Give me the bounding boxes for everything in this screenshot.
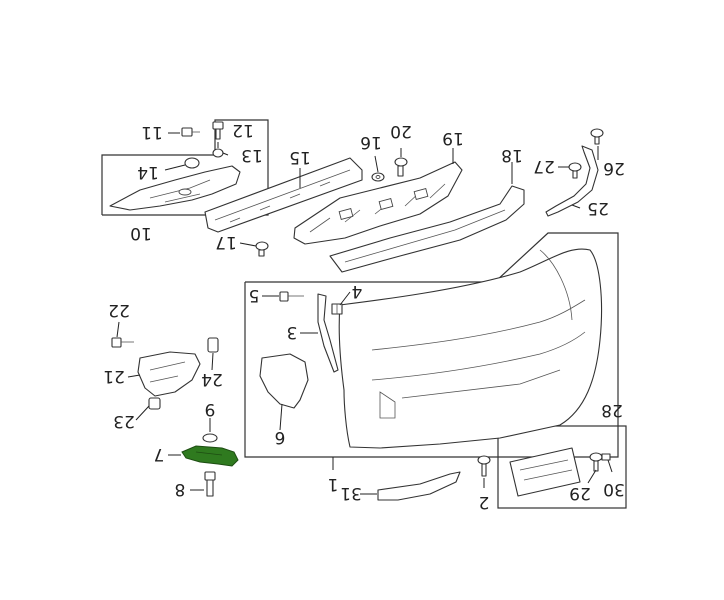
callout-26: 26 [603,158,625,178]
callout-13: 13 [241,145,263,165]
bolt-11 [181,127,200,137]
clip-30 [601,453,611,461]
part-7-highlight [181,445,239,467]
fog-bracket-6 [259,353,309,409]
callout-31: 31 [340,483,362,503]
clip-26 [590,128,604,145]
callout-7: 7 [154,444,165,464]
callout-27: 27 [533,156,555,176]
bolt-12 [212,121,224,140]
bolt-5 [279,291,304,302]
callout-1: 1 [328,474,339,494]
nut-16 [371,172,385,182]
callout-4: 4 [352,281,363,301]
callout-12: 12 [232,120,254,140]
clip-4 [331,303,343,315]
callout-6: 6 [275,427,286,447]
callout-29: 29 [569,483,591,503]
energy-absorber-19 [293,161,463,245]
screw-27 [568,162,582,179]
bolt-22 [111,337,134,348]
callout-15: 15 [289,147,311,167]
callout-14: 14 [137,162,159,182]
highlighted-bracket-7 [181,445,239,467]
clip-24 [207,337,219,353]
callout-20: 20 [390,121,412,141]
frame-group-28 [497,425,627,509]
callout-30: 30 [603,479,625,499]
callout-21: 21 [103,366,125,386]
grille-bracket-21 [137,351,201,397]
callout-18: 18 [501,145,523,165]
lower-molding-31 [377,471,461,501]
grommet-13 [212,148,224,158]
callout-8: 8 [175,479,186,499]
license-bracket-28 [509,447,581,497]
side-bracket-3 [317,293,339,373]
screw-20 [394,157,408,177]
clip-14 [184,157,200,169]
leader-lines [116,132,613,495]
screw-29 [589,452,603,472]
callout-11: 11 [141,122,163,142]
clip-23 [148,397,161,410]
bolt-17 [255,241,269,257]
callout-10: 10 [130,223,152,243]
screw-2 [477,455,491,477]
callout-5: 5 [249,285,260,305]
callout-24: 24 [201,369,223,389]
callout-9: 9 [205,399,216,419]
frame-group-10 [101,119,269,216]
headlamp-bracket-10 [109,165,241,211]
callout-22: 22 [108,300,130,320]
impact-bar-15 [204,157,363,233]
callout-25: 25 [587,198,609,218]
callout-3: 3 [287,322,298,342]
callout-2: 2 [479,492,490,512]
callout-17: 17 [215,232,237,252]
callout-23: 23 [113,411,135,431]
bolt-8 [204,471,216,497]
reinforcement-18 [329,185,525,273]
callout-28: 28 [601,400,623,420]
callout-labels: 1 2 3 4 5 6 7 8 9 10 11 12 13 14 15 16 1… [103,120,625,512]
bumper-fascia-1 [338,248,603,449]
callout-16: 16 [360,132,382,152]
grommet-9 [202,433,218,443]
callout-19: 19 [442,128,464,148]
trim-strip-25 [545,145,599,217]
